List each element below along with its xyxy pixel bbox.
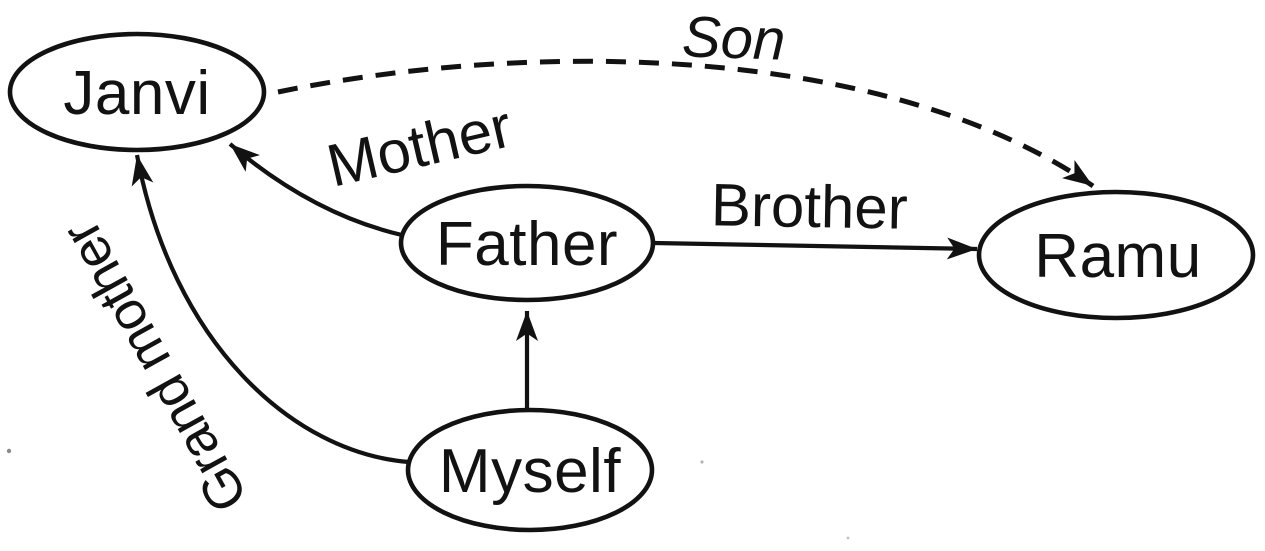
node-janvi: Janvi	[7, 31, 267, 153]
node-myself: Myself	[405, 407, 655, 533]
node-ramu: Ramu	[976, 189, 1256, 321]
node-ramu-ellipse	[976, 189, 1256, 321]
edge-label-mother: Mother	[321, 92, 518, 199]
edge-label-grandmother: Grand mother	[51, 211, 260, 522]
node-janvi-ellipse	[7, 31, 267, 153]
edge-grandmother-arrow	[131, 154, 410, 465]
node-janvi-label: Janvi	[63, 59, 210, 128]
edge-label-brother: Brother	[710, 171, 908, 241]
edge-brother-arrow	[653, 237, 978, 260]
edge-son-arrow	[277, 58, 1095, 189]
edge-mother-arrow	[228, 142, 403, 238]
scan-speck	[6, 448, 12, 454]
node-myself-label: Myself	[439, 437, 621, 506]
node-father: Father	[398, 183, 656, 303]
node-father-ellipse	[398, 183, 656, 303]
node-ramu-label: Ramu	[1034, 222, 1201, 291]
scan-speck	[846, 536, 850, 540]
node-myself-ellipse	[405, 407, 655, 533]
node-father-label: Father	[436, 210, 618, 279]
edge-label-son: Son	[681, 4, 786, 73]
scan-speck	[700, 460, 704, 464]
